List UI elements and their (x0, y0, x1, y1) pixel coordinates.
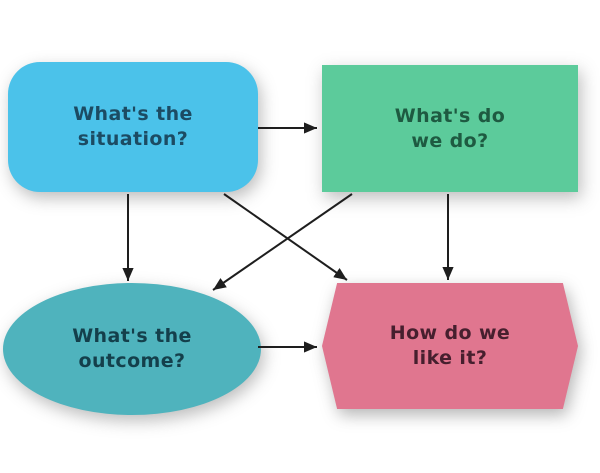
node-label-like: How do we like it? (389, 322, 511, 369)
node-whats-the-outcome: What's the outcome? (3, 283, 261, 415)
node-how-do-we-like-it-wrapper: How do we like it? (322, 283, 578, 409)
node-whats-the-situation: What's the situation? (8, 62, 258, 192)
node-whats-do-we-do: What's do we do? (322, 65, 578, 192)
node-label-situation: What's the situation? (73, 103, 193, 150)
node-how-do-we-like-it: How do we like it? (322, 283, 578, 409)
arrow-do-to-outcome (212, 193, 353, 291)
arrow-situation-to-like (223, 193, 348, 281)
node-label-outcome: What's the outcome? (72, 325, 192, 372)
node-label-do: What's do we do? (394, 104, 506, 152)
